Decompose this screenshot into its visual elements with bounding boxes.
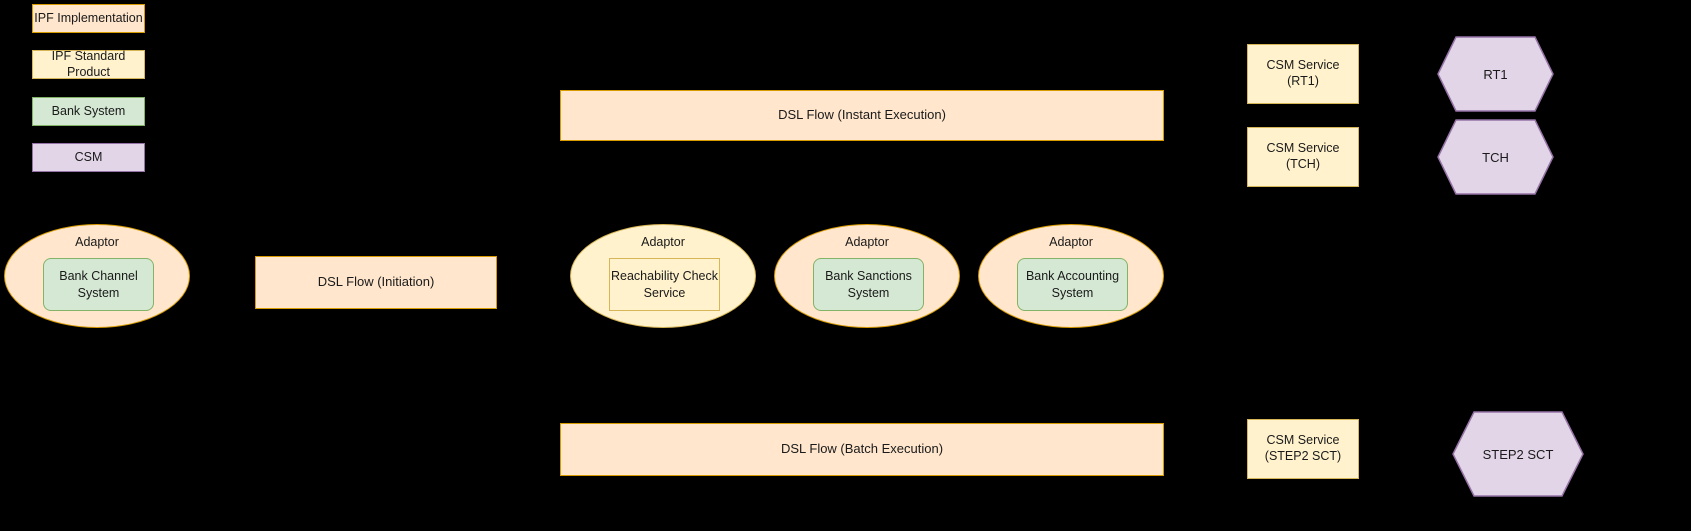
- dsl-flow-label: DSL Flow (Instant Execution): [778, 107, 946, 123]
- node-label: Bank Channel System: [59, 269, 138, 300]
- dsl-flow-initiation[interactable]: DSL Flow (Initiation): [255, 256, 497, 309]
- scheme-label: STEP2 SCT: [1482, 446, 1554, 462]
- node-label: Reachability Check Service: [611, 269, 718, 300]
- csm-service-step2-sct[interactable]: CSM Service (STEP2 SCT): [1247, 419, 1359, 479]
- hexagon-shape: [1452, 411, 1584, 497]
- legend-item-ipf-implementation: IPF Implementation: [32, 4, 145, 33]
- adaptor-bank-channel-system[interactable]: Adaptor Bank Channel System: [4, 224, 190, 328]
- adaptor-bank-accounting-system[interactable]: Adaptor Bank Accounting System: [978, 224, 1164, 328]
- adaptor-label: Adaptor: [1049, 235, 1093, 249]
- adaptor-label: Adaptor: [845, 235, 889, 249]
- scheme-label: TCH: [1482, 149, 1509, 165]
- legend-item-csm: CSM: [32, 143, 145, 172]
- csm-service-label: CSM Service (STEP2 SCT): [1264, 433, 1342, 463]
- adaptor-label: Adaptor: [75, 235, 119, 249]
- node-label: Bank Sanctions System: [825, 269, 912, 300]
- node-label: Bank Accounting System: [1025, 269, 1120, 300]
- dsl-flow-label: DSL Flow (Initiation): [317, 274, 435, 290]
- csm-service-tch[interactable]: CSM Service (TCH): [1247, 127, 1359, 187]
- adaptor-reachability-check-service[interactable]: Adaptor Reachability Check Service: [570, 224, 756, 328]
- adaptor-bank-sanctions-system[interactable]: Adaptor Bank Sanctions System: [774, 224, 960, 328]
- bank-channel-system-node[interactable]: Bank Channel System: [43, 258, 154, 311]
- csm-service-label: CSM Service (RT1): [1266, 58, 1340, 88]
- scheme-label: RT1: [1483, 66, 1508, 82]
- hexagon-shape: [1437, 36, 1554, 112]
- dsl-flow-instant-execution[interactable]: DSL Flow (Instant Execution): [560, 90, 1164, 141]
- dsl-flow-label: DSL Flow (Batch Execution): [780, 441, 944, 457]
- legend-label: IPF Standard Product: [51, 48, 126, 79]
- legend-item-ipf-standard-product: IPF Standard Product: [32, 48, 145, 79]
- legend-label: Bank System: [51, 103, 126, 118]
- legend-label: IPF Implementation: [34, 10, 143, 25]
- adaptor-label: Adaptor: [641, 235, 685, 249]
- legend-item-bank-system: Bank System: [32, 97, 145, 126]
- bank-sanctions-system-node[interactable]: Bank Sanctions System: [813, 258, 924, 311]
- legend-label: CSM: [74, 149, 103, 164]
- hexagon-shape: [1437, 119, 1554, 195]
- dsl-flow-batch-execution[interactable]: DSL Flow (Batch Execution): [560, 423, 1164, 476]
- scheme-hexagon-tch[interactable]: TCH: [1437, 119, 1554, 195]
- reachability-check-service-node[interactable]: Reachability Check Service: [609, 258, 720, 311]
- scheme-hexagon-step2-sct[interactable]: STEP2 SCT: [1452, 411, 1584, 497]
- bank-accounting-system-node[interactable]: Bank Accounting System: [1017, 258, 1128, 311]
- csm-service-label: CSM Service (TCH): [1266, 141, 1340, 171]
- scheme-hexagon-rt1[interactable]: RT1: [1437, 36, 1554, 112]
- csm-service-rt1[interactable]: CSM Service (RT1): [1247, 44, 1359, 104]
